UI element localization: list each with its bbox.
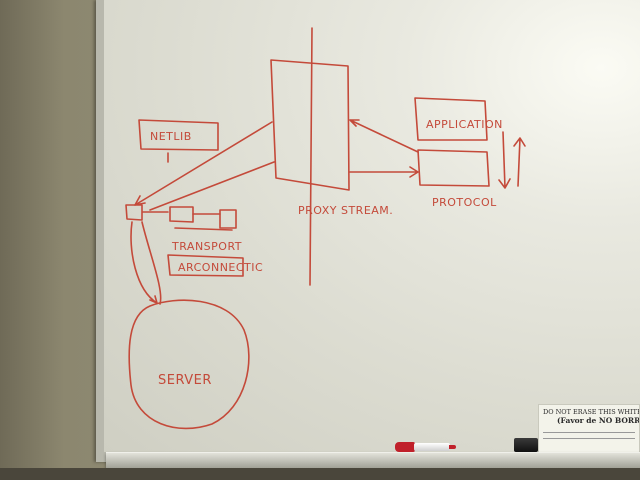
transport-socket-1	[125, 204, 143, 221]
proxy-to-transport-line-2	[149, 161, 275, 211]
netlib-box	[138, 119, 219, 151]
eraser	[514, 438, 538, 452]
notice-rule	[543, 432, 635, 433]
server-blob	[128, 299, 250, 430]
transport-label: TRANSPORT	[171, 240, 242, 253]
marker-cap	[395, 442, 415, 452]
transport-socket-3	[219, 209, 237, 229]
marker-tip	[449, 445, 456, 449]
marker-body	[414, 443, 450, 451]
arconnector-box	[167, 254, 244, 277]
arconnector-label: ARCONNECTIC	[178, 261, 263, 274]
up-arrow	[513, 137, 526, 187]
marker-tray	[106, 452, 640, 469]
server-label: SERVER	[158, 373, 212, 388]
notice-rule	[543, 438, 635, 439]
protocol-label: PROTOCOL	[432, 196, 497, 209]
notice-line-2: (Favor de NO BORRA	[557, 416, 640, 425]
transport-socket-2	[169, 206, 194, 223]
red-marker	[395, 442, 457, 452]
whiteboard-surface	[104, 0, 640, 452]
floor-shadow	[0, 468, 640, 480]
application-label: APPLICATION	[426, 118, 503, 131]
transport-to-server-line-2	[141, 221, 162, 305]
transport-bracket	[142, 211, 233, 231]
proxy-stream-box	[270, 59, 350, 191]
proxy-stream-label: PROXY STREAM.	[298, 204, 393, 217]
netlib-label: NETLIB	[150, 130, 192, 143]
proxy-to-protocol-arrow	[349, 166, 419, 178]
application-to-proxy-arrow	[349, 119, 419, 153]
protocol-box	[417, 149, 490, 187]
application-box	[414, 97, 488, 141]
divider-line	[309, 27, 313, 286]
proxy-to-transport-line-1	[134, 121, 273, 206]
do-not-erase-notice: DO NOT ERASE THIS WHITEBOA (Favor de NO …	[538, 404, 640, 456]
down-arrow	[498, 131, 511, 189]
notice-line-1: DO NOT ERASE THIS WHITEBOA	[543, 408, 639, 416]
